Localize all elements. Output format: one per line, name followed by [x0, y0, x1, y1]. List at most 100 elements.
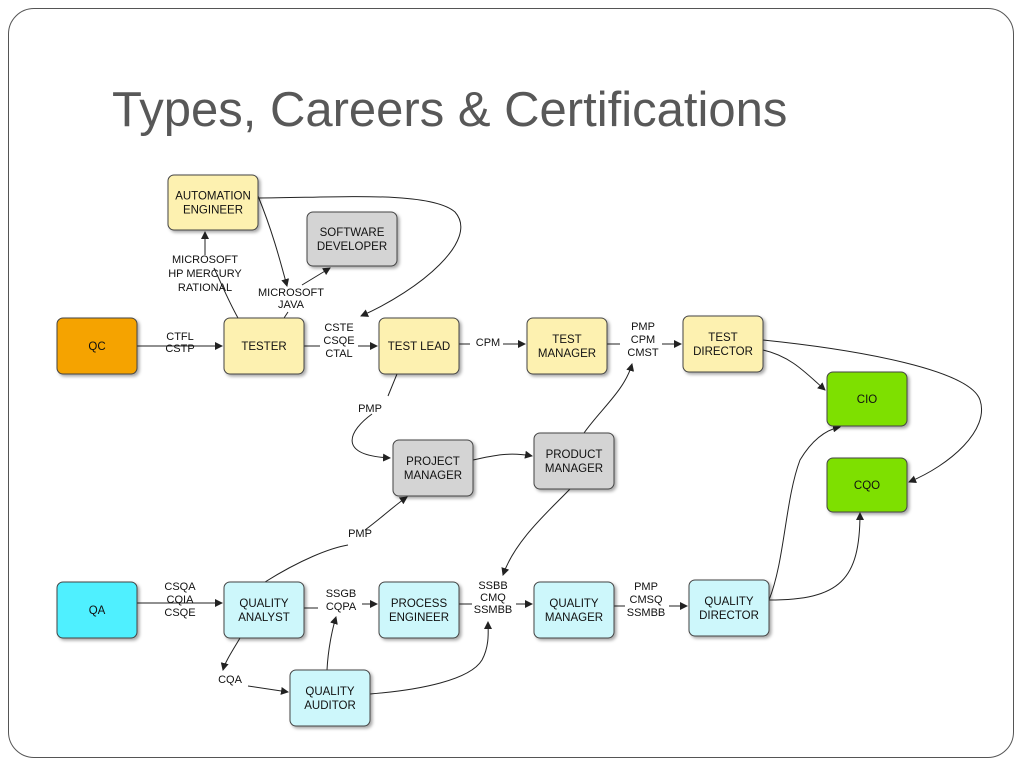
node-cqo: CQO [826, 457, 908, 513]
certification-label: CQPA [326, 601, 357, 613]
certification-label: HP MERCURY [168, 268, 242, 280]
node-label: ENGINEER [389, 612, 449, 624]
node-box [223, 317, 305, 375]
edge-tester-to-developer [283, 268, 330, 319]
edge-label-testlead-projectmanager: PMP [358, 403, 382, 415]
certification-label: PMP [634, 581, 658, 593]
node-box [378, 317, 460, 375]
node-box [533, 432, 615, 490]
certification-label: PMP [358, 403, 382, 415]
edge-tester-to-automation [205, 232, 239, 319]
certification-label: CSTE [324, 322, 353, 334]
edge-automation-to-testlead [257, 196, 462, 317]
node-label: TESTER [241, 341, 286, 353]
certification-label: PMP [631, 321, 655, 333]
node-box [526, 317, 608, 375]
certification-label: MICROSOFT [172, 254, 238, 266]
node-box [223, 581, 305, 639]
certification-label: CPM [476, 337, 500, 349]
node-box [306, 211, 398, 267]
node-software-developer: SOFTWARE DEVELOPER [306, 211, 398, 267]
edge-analyst-to-cqa [220, 637, 241, 671]
node-label: CQO [854, 480, 880, 492]
node-box [392, 439, 474, 497]
edge-productmanager-to-testmanager [583, 363, 635, 434]
certification-label: SSBB [478, 580, 507, 592]
node-label: TEST LEAD [388, 341, 450, 353]
certification-label: CMSQ [630, 594, 663, 606]
edge-label-analyst-auditor: CQA [218, 674, 243, 686]
edge-label-tester-automation: MICROSOFT HP MERCURY RATIONAL [168, 254, 242, 294]
edge-director-to-cqo [768, 512, 864, 601]
node-automation-engineer: AUTOMATION ENGINEER [167, 174, 259, 231]
node-box [533, 581, 615, 639]
certification-label: CTFL [166, 331, 194, 343]
node-label: DEVELOPER [317, 241, 387, 253]
node-label: CIO [857, 394, 878, 406]
node-test-director: TEST DIRECTOR [682, 315, 764, 373]
certification-label: CMST [627, 347, 658, 359]
edge-auditor-to-processengineer [369, 621, 493, 695]
edge-testlead-to-projectmanager [351, 373, 397, 458]
node-cio: CIO [826, 371, 908, 427]
certification-label: CSTP [165, 343, 194, 355]
node-label: MANAGER [404, 470, 462, 482]
certification-label: CPM [631, 334, 655, 346]
node-label: MANAGER [545, 612, 603, 624]
node-label: PROJECT [406, 456, 460, 468]
node-box [826, 457, 908, 513]
node-label: MANAGER [538, 348, 596, 360]
node-label: ENGINEER [183, 205, 243, 217]
certification-label: RATIONAL [178, 282, 232, 294]
node-box [826, 371, 908, 427]
certification-label: JAVA [278, 299, 305, 311]
edge-cqa-to-auditor [247, 685, 289, 695]
node-box [289, 669, 371, 727]
edge-projectmanager-to-productmanager [472, 450, 533, 461]
node-label: DIRECTOR [693, 346, 753, 358]
certification-label: SSMBB [627, 607, 666, 619]
node-process-engineer: PROCESS ENGINEER [378, 581, 460, 639]
node-label: AUTOMATION [175, 191, 251, 203]
node-quality-manager: QUALITY MANAGER [533, 581, 615, 639]
certification-label: CTAL [325, 348, 352, 360]
node-label: MANAGER [545, 463, 603, 475]
edge-productmanager-to-processengineer [501, 488, 571, 576]
node-project-manager: PROJECT MANAGER [392, 439, 474, 497]
certification-label: CMQ [480, 592, 506, 604]
node-label: TEST [708, 332, 737, 344]
certification-label: SSGB [326, 588, 357, 600]
node-qa: QA [56, 581, 138, 639]
node-label: TEST [552, 334, 581, 346]
edge-label-testlead-testmanager: CPM [476, 337, 500, 349]
node-qc: QC [56, 317, 138, 375]
node-label: PROCESS [391, 598, 448, 610]
node-box [682, 315, 764, 373]
edge-analyst-to-processengineer [304, 604, 377, 608]
edge-analyst-to-projectmanager [264, 497, 407, 583]
node-label: ANALYST [238, 612, 290, 624]
certification-label: PMP [348, 528, 372, 540]
certification-label: CSQE [164, 607, 195, 619]
node-label: QUALITY [549, 598, 599, 610]
certification-label: MICROSOFT [258, 287, 324, 299]
node-box [56, 317, 138, 375]
node-product-manager: PRODUCT MANAGER [533, 432, 615, 490]
node-label: QUALITY [305, 686, 355, 698]
node-test-manager: TEST MANAGER [526, 317, 608, 375]
node-tester: TESTER [223, 317, 305, 375]
node-label: SOFTWARE [320, 227, 385, 239]
node-label: PRODUCT [546, 449, 603, 461]
node-label: QUALITY [704, 596, 754, 608]
node-box [167, 174, 259, 231]
node-box [56, 581, 138, 639]
node-box [688, 579, 770, 637]
